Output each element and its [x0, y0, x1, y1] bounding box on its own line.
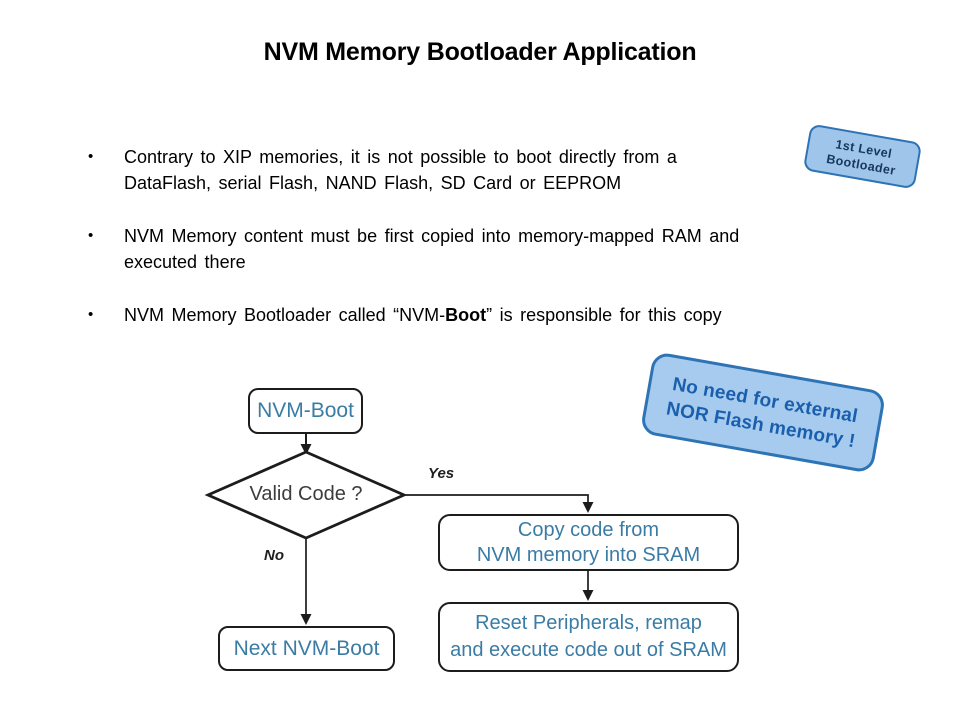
bullet-text: Contrary to XIP memories, it is not poss…: [124, 147, 677, 193]
no-label: No: [264, 547, 284, 564]
nvm-boot-node: NVM-Boot: [248, 388, 363, 434]
yes-connector: [404, 494, 589, 504]
next-nvm-boot-node: Next NVM-Boot: [218, 626, 395, 671]
bullet-text: NVM Memory Bootloader called “NVM-Boot” …: [124, 305, 722, 325]
bullet-item: • NVM Memory content must be first copie…: [86, 223, 886, 275]
arrow-down-icon: [300, 444, 312, 455]
bullet-icon: •: [88, 227, 94, 244]
bullet-icon: •: [88, 148, 94, 165]
reset-peripherals-node: Reset Peripherals, remap and execute cod…: [438, 602, 739, 672]
bullet-item: • NVM Memory Bootloader called “NVM-Boot…: [86, 302, 886, 328]
decision-label: Valid Code ?: [249, 483, 363, 505]
bullet-item: • Contrary to XIP memories, it is not po…: [86, 144, 886, 196]
arrow-down-icon: [582, 590, 594, 601]
copy-code-node: Copy code from NVM memory into SRAM: [438, 514, 739, 571]
bullet-list: • Contrary to XIP memories, it is not po…: [86, 144, 886, 355]
bullet-icon: •: [88, 306, 94, 323]
arrow-down-icon: [300, 614, 312, 625]
bullet-text: NVM Memory content must be first copied …: [124, 226, 740, 272]
arrow-down-icon: [582, 502, 594, 513]
page-title: NVM Memory Bootloader Application: [263, 38, 697, 66]
yes-label: Yes: [428, 465, 455, 482]
